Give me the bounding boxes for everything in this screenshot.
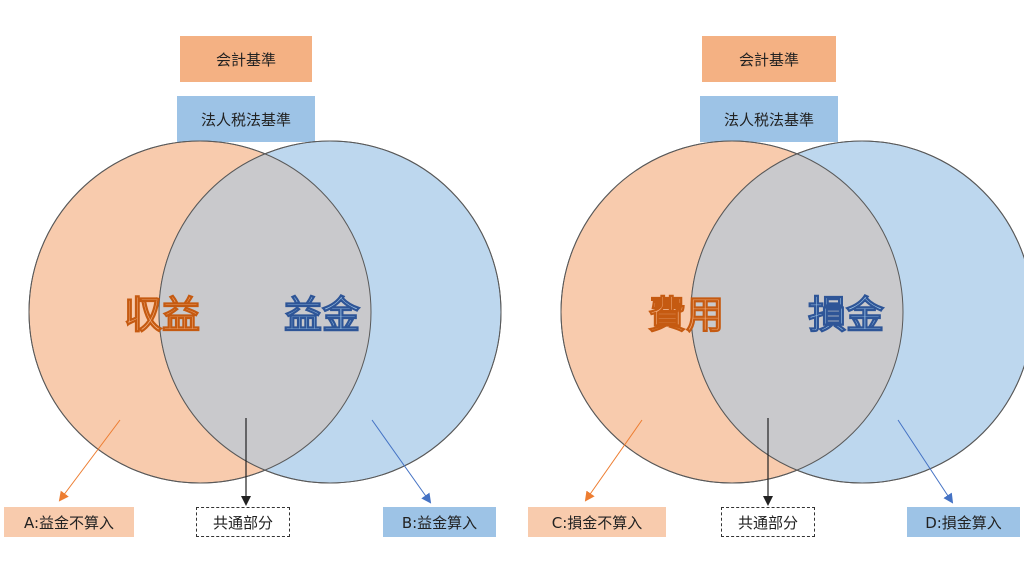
arrow-to-box-b bbox=[371, 419, 432, 504]
circle-label-loss: 損金 bbox=[808, 293, 885, 337]
box-common-part: 共通部分 bbox=[196, 507, 290, 537]
legend-accounting-standard: 会計基準 bbox=[180, 36, 312, 82]
arrow-to-box-a bbox=[58, 419, 121, 502]
box-a-nontaxable-gain: A:益金不算入 bbox=[4, 507, 134, 537]
legend-accounting-standard: 会計基準 bbox=[702, 36, 836, 82]
legend-tax-standard: 法人税法基準 bbox=[700, 96, 838, 142]
overlap-region bbox=[159, 141, 371, 483]
overlap-region bbox=[691, 141, 903, 483]
box-c-nondeductible-expense: C:損金不算入 bbox=[528, 507, 666, 537]
box-b-taxable-gain: B:益金算入 bbox=[383, 507, 496, 537]
expense-venn-diagram: 費用 損金 bbox=[560, 140, 1024, 506]
circle-label-expense: 費用 bbox=[648, 293, 724, 337]
box-common-part: 共通部分 bbox=[721, 507, 815, 537]
revenue-venn-panel: 会計基準 法人税法基準 収益 益金 A:益金不算入 共通部分 B:益金算入 bbox=[4, 36, 502, 537]
circle-label-gain: 益金 bbox=[284, 293, 361, 337]
box-d-deductible-expense: D:損金算入 bbox=[907, 507, 1020, 537]
expense-venn-panel: 会計基準 法人税法基準 費用 損金 C:損金不算入 共通部分 D:損金算入 bbox=[512, 0, 1024, 576]
circle-label-revenue: 収益 bbox=[124, 293, 200, 337]
revenue-venn-diagram: 収益 益金 bbox=[28, 140, 502, 506]
arrow-to-box-c bbox=[584, 419, 643, 502]
arrow-to-box-d bbox=[897, 419, 954, 504]
legend-tax-standard: 法人税法基準 bbox=[177, 96, 315, 142]
